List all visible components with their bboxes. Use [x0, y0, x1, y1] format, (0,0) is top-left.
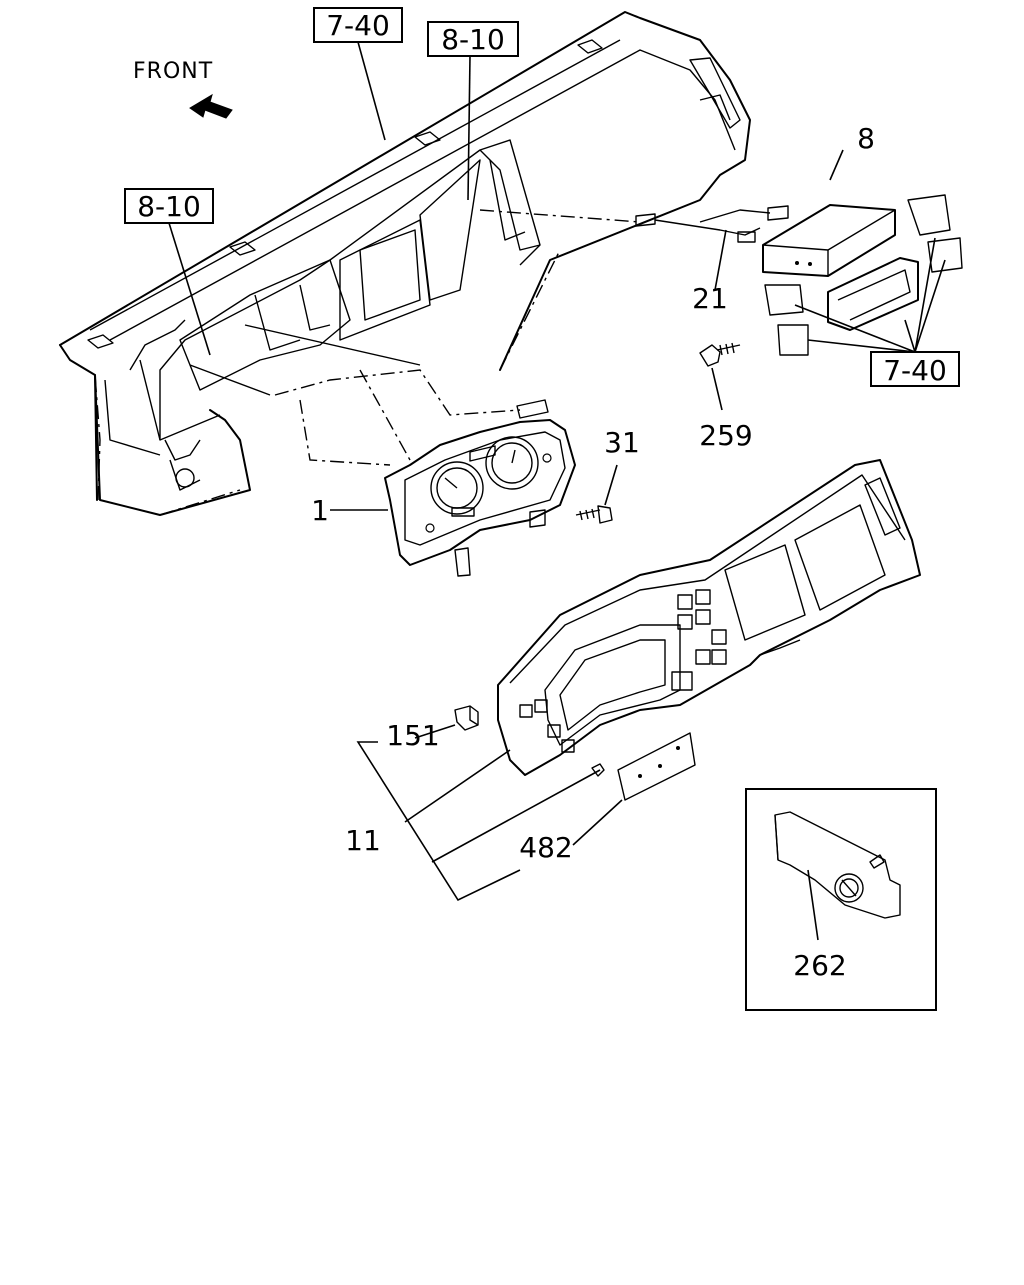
reference-7-40-right[interactable]: 7-40 [794, 237, 960, 387]
part-1-instrument-cluster [330, 399, 576, 577]
reference-label: 7-40 [883, 354, 947, 387]
reference-7-40-top[interactable]: 7-40 [313, 7, 403, 141]
part-8-audio-unit [762, 149, 963, 356]
part-11-cluster-bezel [497, 459, 921, 776]
front-arrow-icon [189, 93, 233, 119]
dashboard-panel [59, 11, 751, 516]
part-label-21: 21 [692, 282, 728, 315]
part-label-259: 259 [699, 419, 752, 452]
reference-label: 7-40 [326, 9, 390, 42]
front-label: FRONT [133, 59, 213, 84]
assembly-leader-lines [189, 209, 641, 466]
part-21-harness [635, 205, 789, 291]
part-259-screw [699, 342, 741, 411]
reference-8-10-left[interactable]: 8-10 [124, 188, 214, 356]
reference-label: 8-10 [441, 23, 505, 56]
part-label-262: 262 [793, 949, 846, 982]
front-direction-indicator: FRONT [133, 59, 233, 119]
part-31-screw [575, 464, 618, 524]
part-482-plate [591, 732, 696, 801]
part-label-8: 8 [857, 122, 875, 155]
reference-8-10-top[interactable]: 8-10 [427, 21, 519, 201]
part-151-clip [454, 705, 479, 731]
part-label-151: 151 [386, 719, 439, 752]
reference-label: 8-10 [137, 190, 201, 223]
part-label-31: 31 [604, 426, 640, 459]
part-label-1: 1 [311, 494, 329, 527]
group-bracket-lines [356, 724, 623, 902]
part-label-11: 11 [345, 824, 381, 857]
part-label-482: 482 [519, 831, 572, 864]
inset-262: 262 [745, 788, 937, 1011]
